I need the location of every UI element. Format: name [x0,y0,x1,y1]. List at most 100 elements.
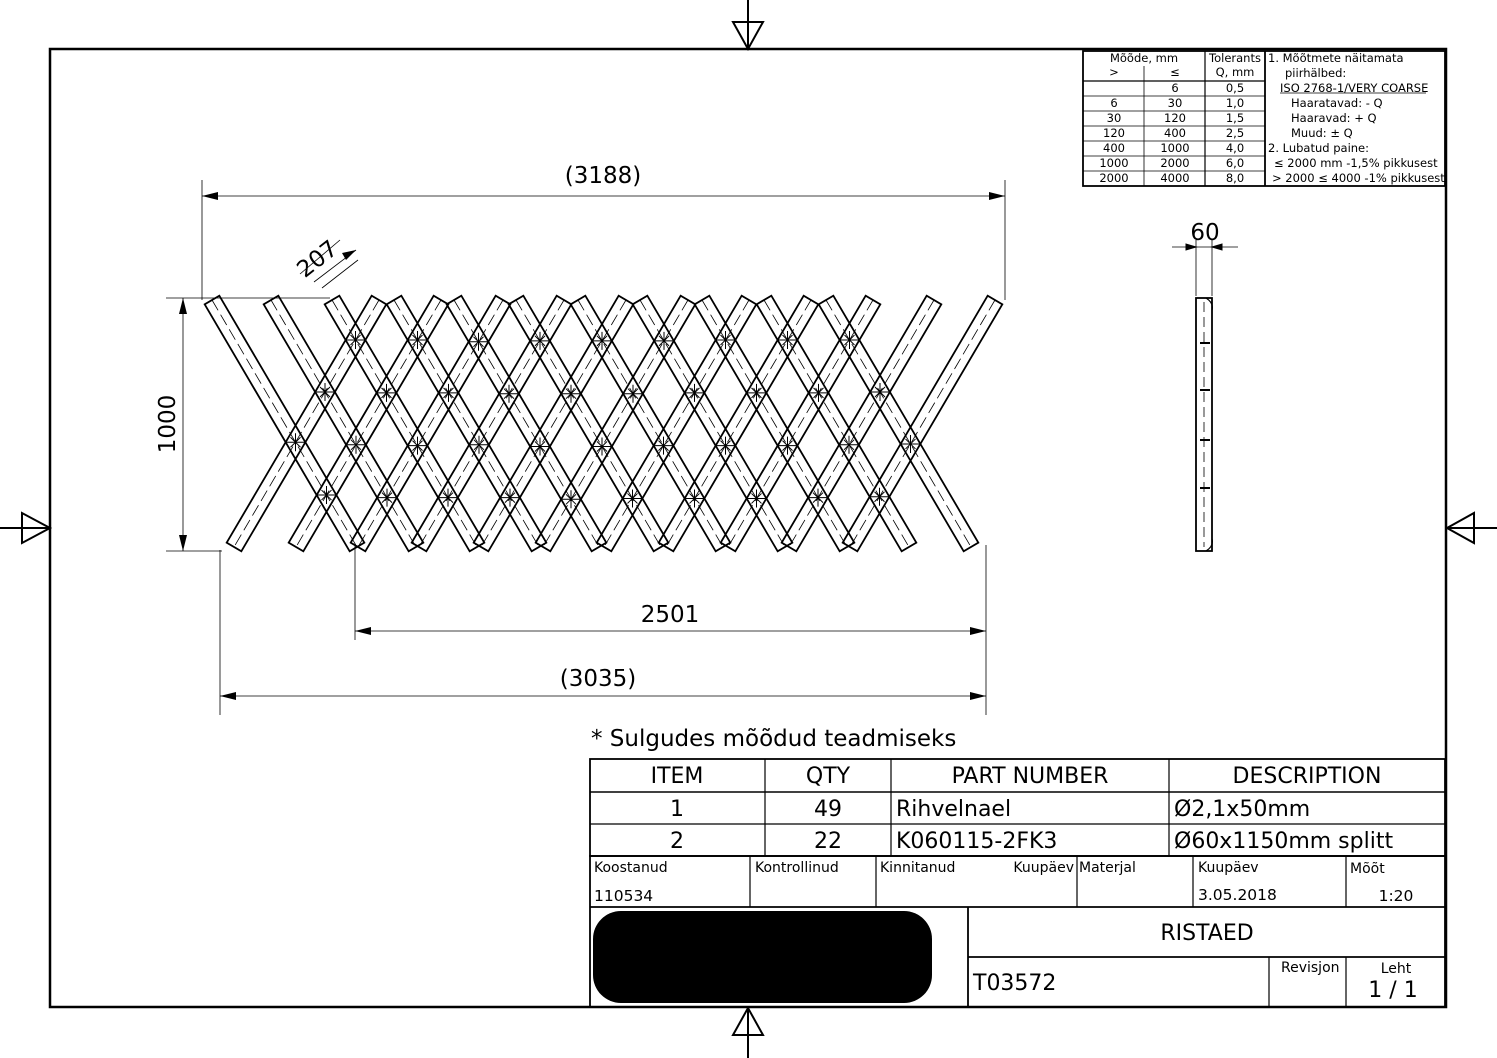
tol-cell-gt: 30 [1107,111,1122,125]
nail-mark [317,486,336,505]
nail-mark [347,435,365,454]
tol-note-line: ISO 2768-1/VERY COARSE [1280,81,1428,95]
nail-mark [378,488,396,507]
nail-mark [439,488,457,507]
bom-row-2-item: 2 [670,829,684,854]
lath [410,294,573,553]
tb-kontrollinud-label: Kontrollinud [755,860,839,876]
tol-cell-q: 8,0 [1226,171,1244,185]
nail-mark [685,489,704,508]
lath [817,294,980,553]
dim-lath-width: 207 [292,236,343,284]
lath [841,294,1004,553]
tol-cell-gt: 120 [1103,126,1125,140]
nail-mark [716,331,735,350]
lath [472,294,635,553]
tb-koostanud-value: 110534 [594,887,653,905]
lath [262,294,425,553]
redacted-logo-area [593,911,932,1003]
centering-mark-top [731,0,765,52]
bom-row-1-desc: Ø2,1x50mm [1174,797,1310,822]
tol-cell-q: 1,0 [1226,96,1244,110]
trellis-side-view [1172,240,1238,552]
nail-mark [840,331,859,350]
tol-note-line: Haaravad: + Q [1291,111,1377,125]
tol-cell-le: 30 [1168,96,1183,110]
tol-note-line: 1. Mõõtmete näitamata [1268,51,1404,65]
nail-mark [470,435,488,454]
tb-revisjon-label: Revisjon [1281,960,1340,976]
tol-cell-le: 4000 [1160,171,1189,185]
nail-mark [346,331,365,350]
tol-cell-gt: 2000 [1099,171,1128,185]
tb-drawing-number: T03572 [972,971,1056,996]
tol-cell-q: 0,5 [1226,81,1244,95]
tol-cell-q: 1,5 [1226,111,1244,125]
nail-mark [747,383,766,402]
tol-note-line: ≤ 2000 mm -1,5% pikkusest [1274,156,1438,170]
nail-mark [439,383,458,402]
nail-mark [809,383,828,402]
dim-line-bottom-width [219,550,986,715]
bom-row-2-desc: Ø60x1150mm splitt [1174,829,1393,854]
note-bracketed-dimensions: * Sulgudes mõõdud teadmiseks [591,726,956,752]
lath [780,294,943,553]
bom-row-1-part: Rihvelnael [896,797,1011,822]
tol-cell-gt: 1000 [1099,156,1128,170]
dim-inner-width: 2501 [641,602,700,628]
dim-line-inner-width [354,545,987,715]
dim-line-overall-width [201,180,1006,300]
dim-line-lath-width [299,239,359,289]
tol-note-line: Muud: ± Q [1291,126,1353,140]
bom-row-2-qty: 22 [814,829,842,854]
tol-header-size: Mõõde, mm [1110,51,1178,65]
nail-mark [901,434,920,453]
nail-mark [778,436,797,455]
nail-mark [716,436,735,455]
tol-header-gt: > [1109,65,1119,79]
tb-kinnitanud-label: Kinnitanud [880,860,955,876]
bom-header-part-number: PART NUMBER [952,764,1109,789]
nail-mark [840,435,858,454]
tol-header-tol-2: Q, mm [1216,65,1255,79]
tb-materjal-label: Materjal [1079,860,1136,876]
nail-mark [685,383,704,402]
nail-mark [655,331,673,350]
dim-side-thickness: 60 [1190,220,1219,246]
lath [287,294,450,553]
tol-note-line: piirhälbed: [1285,66,1346,80]
bom-row-1-qty: 49 [814,797,842,822]
nail-mark [809,488,827,507]
tol-note-line: Haaratavad: - Q [1291,96,1383,110]
centering-mark-bottom [731,1005,765,1058]
lath [595,294,758,553]
tol-cell-le: 2000 [1160,156,1189,170]
nail-mark [501,488,519,507]
tol-header-tol-1: Tolerants [1208,51,1261,65]
tol-note-line: 2. Lubatud paine: [1268,141,1369,155]
lath [631,294,794,553]
nail-mark [500,384,518,403]
centering-mark-right [1444,511,1497,545]
tb-moot-label: Mõõt [1350,861,1385,877]
nail-mark [286,433,305,452]
tb-leht-value: 1 / 1 [1368,978,1417,1003]
tb-kuupaev-label-2: Kuupäev [1198,860,1259,876]
title-block [589,855,1446,1008]
dim-overall-width: (3188) [565,163,641,189]
nail-mark [624,384,642,403]
tol-cell-le: 120 [1164,111,1186,125]
nail-mark [747,489,766,508]
lath [534,294,697,553]
nail-mark [623,489,642,508]
nail-mark [531,331,549,350]
tolerance-table [1082,50,1446,187]
nail-mark [408,436,427,455]
bom-row-1-item: 1 [670,797,684,822]
tol-cell-le: 6 [1171,81,1178,95]
dim-bottom-width: (3035) [560,666,636,692]
tol-cell-q: 2,5 [1226,126,1244,140]
